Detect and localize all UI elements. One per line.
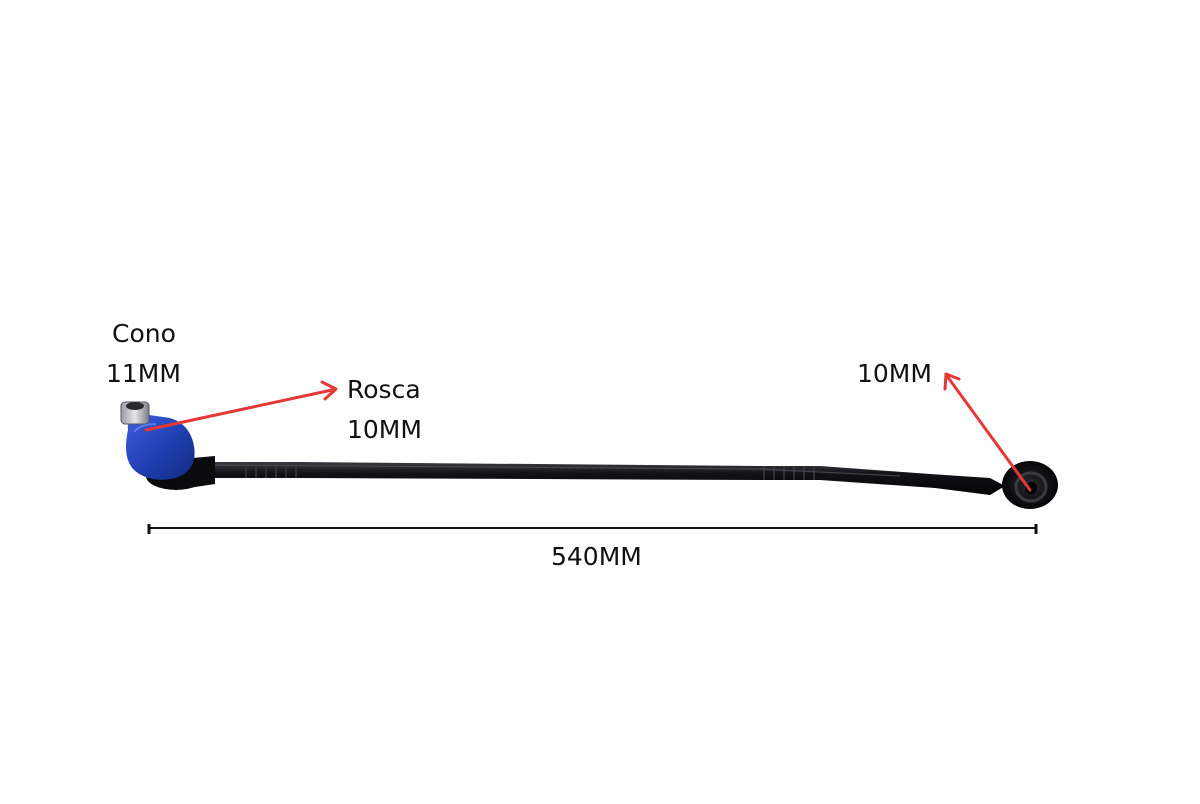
cone-size-label: 11MM (106, 359, 181, 388)
arrow-right-shaft (945, 374, 1032, 492)
boot-highlight (133, 423, 157, 433)
arrow-thread-shaft (144, 388, 334, 432)
ball-joint-boot (126, 414, 195, 480)
arrow-thread (144, 380, 338, 432)
thread-section-left (245, 462, 297, 478)
bushing-eye (1002, 461, 1058, 509)
ball-joint (120, 401, 215, 490)
thread-section-right (763, 466, 815, 480)
arrow-right-head (943, 372, 961, 391)
tie-rod (190, 462, 1005, 495)
arrow-thread-head (320, 380, 338, 401)
dimension-line (147, 524, 1038, 534)
right-end-size-label: 10MM (857, 359, 932, 388)
rod-body (190, 462, 1005, 495)
thread-label: Rosca (347, 375, 421, 404)
rod-highlight (199, 464, 901, 477)
thread-size-label: 10MM (347, 415, 422, 444)
bushing-ring (1014, 471, 1048, 503)
ball-stud-hex (126, 402, 144, 410)
cone-label: Cono (112, 319, 176, 348)
arrow-right-end (943, 372, 1032, 492)
overall-length-label: 540MM (551, 542, 642, 571)
